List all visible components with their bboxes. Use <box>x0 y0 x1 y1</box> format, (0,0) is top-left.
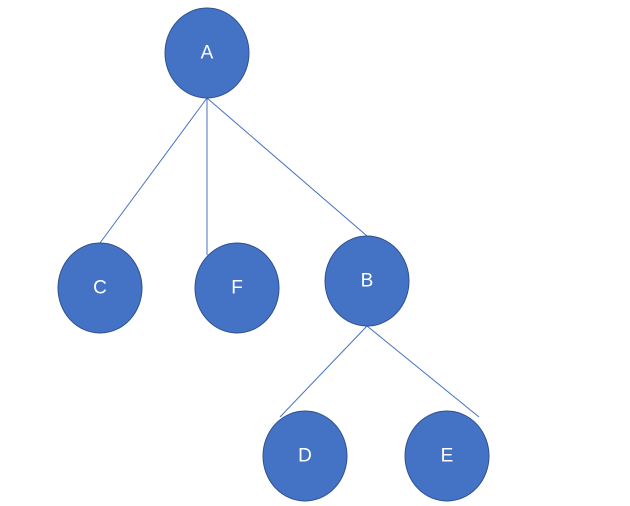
node-label: A <box>201 43 214 64</box>
node-label: E <box>441 446 454 467</box>
node-circle <box>194 242 280 334</box>
node-circle <box>164 7 250 99</box>
node-b: B <box>324 235 410 327</box>
node-e: E <box>404 410 490 502</box>
node-circle <box>324 235 410 327</box>
node-a: A <box>164 7 250 99</box>
node-f: F <box>194 242 280 334</box>
node-label: C <box>93 278 107 299</box>
edge-a-c <box>99 97 208 244</box>
edge-b-d <box>279 325 368 418</box>
node-circle <box>404 410 490 502</box>
node-label: D <box>298 446 312 467</box>
edges-layer <box>99 97 480 418</box>
node-circle <box>57 242 143 334</box>
edge-a-b <box>206 97 368 237</box>
node-label: B <box>361 271 374 292</box>
nodes-layer: A C F B D E <box>57 7 490 502</box>
node-circle <box>262 410 348 502</box>
node-d: D <box>262 410 348 502</box>
node-label: F <box>231 278 243 299</box>
node-c: C <box>57 242 143 334</box>
edge-b-e <box>366 325 480 418</box>
